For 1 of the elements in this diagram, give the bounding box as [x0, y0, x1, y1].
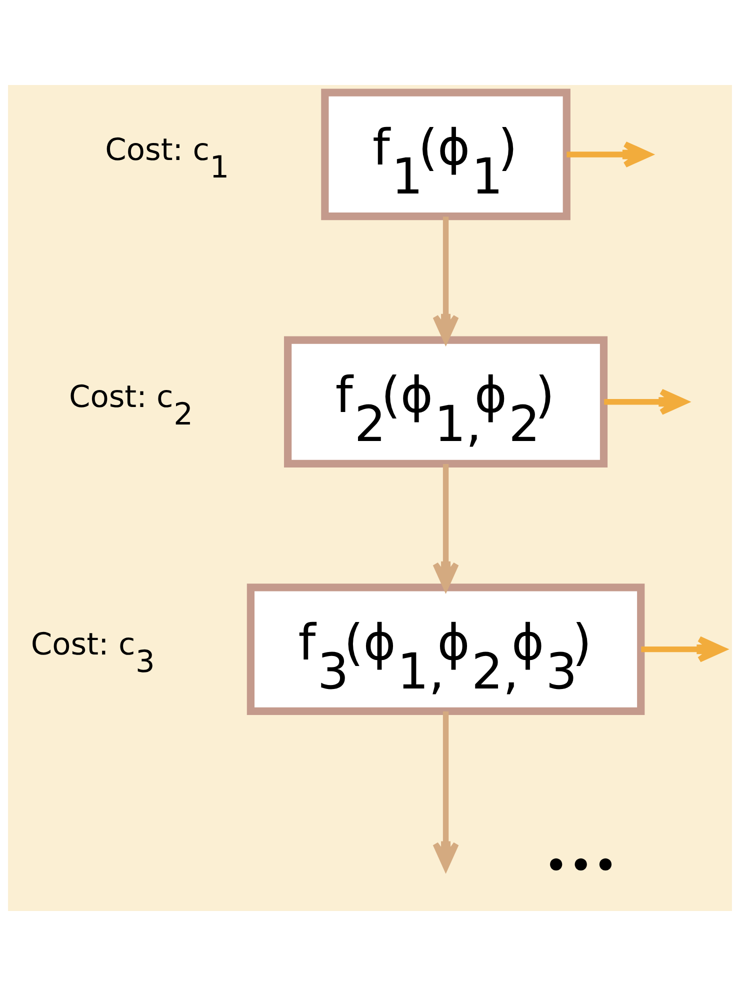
label: ••• [544, 840, 618, 890]
